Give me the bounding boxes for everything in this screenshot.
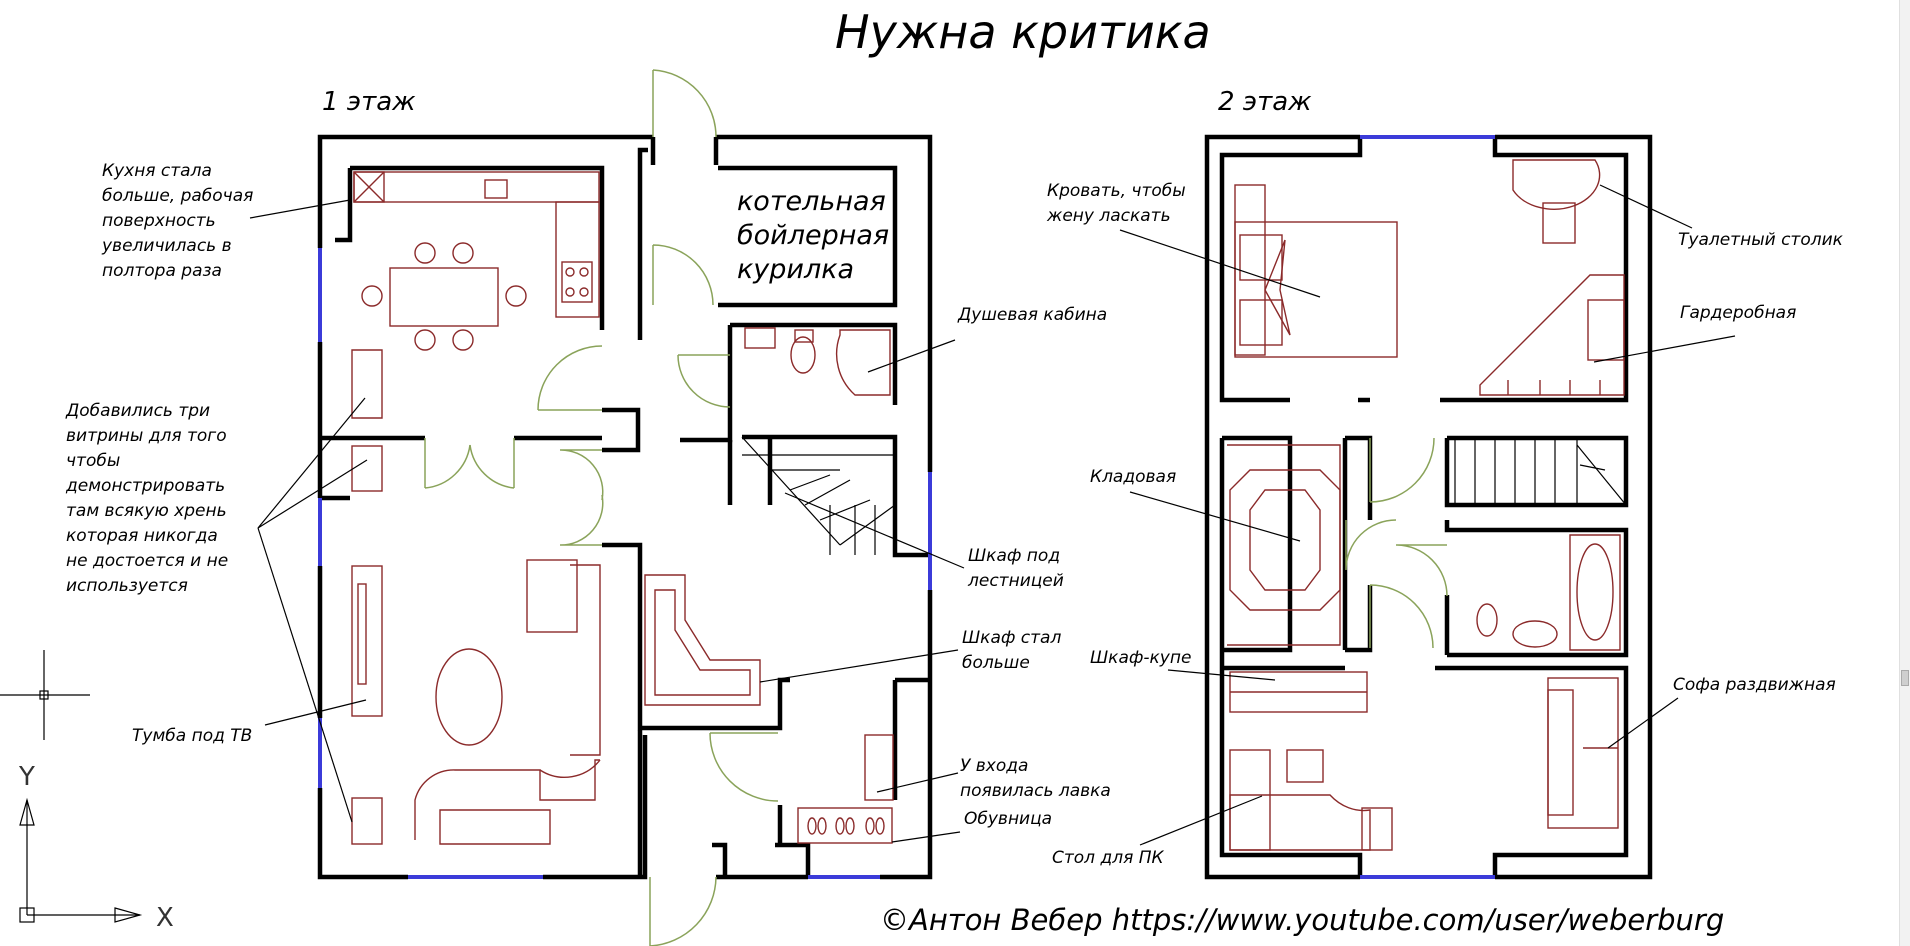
annotation-shower: Душевая кабина — [867, 305, 1107, 373]
annotation-text-line: там всякую хрень — [66, 501, 227, 521]
drawing-title: Нужна критика — [835, 5, 1211, 59]
annotation-text-line: полтора раза — [102, 261, 222, 281]
floor2-furniture — [1227, 159, 1627, 851]
annotation-text-line: появилась лавка — [960, 781, 1111, 801]
annotation-text-line: больше — [962, 653, 1030, 673]
floor2-label: 2 этаж — [1218, 87, 1312, 117]
ucs-icon: Y X — [0, 650, 174, 933]
annotation-pc-desk: Стол для ПК — [1052, 795, 1263, 868]
kitchen-counter — [353, 171, 600, 318]
annotation-text-line: Гардеробная — [1680, 303, 1796, 323]
annotation-text-line: Стол для ПК — [1052, 848, 1164, 868]
annotation-bed: Кровать, чтобы жену ласкать — [1046, 181, 1321, 298]
boiler-room-label: котельная бойлерная курилка — [737, 186, 889, 285]
annotation-text-line: Кухня стала — [102, 161, 212, 181]
vertical-scrollbar[interactable] — [1899, 0, 1910, 946]
annotation-text-line: Шкаф стал — [962, 628, 1061, 648]
annotation-tv: Тумба под ТВ — [132, 699, 367, 746]
living-sofa — [414, 559, 601, 845]
stairs-floor1 — [741, 436, 896, 555]
annotation-bench: У входа появилась лавка — [876, 756, 1111, 801]
room-label-line3: курилка — [737, 254, 854, 285]
room-label-line2: бойлерная — [737, 220, 889, 251]
annotation-walk-in: Гардеробная — [1593, 303, 1796, 363]
annotation-text-line: чтобы — [66, 451, 120, 471]
annotation-text-line: которая никогда — [66, 526, 218, 546]
annotation-text-line: используется — [66, 576, 188, 596]
dining-table — [361, 242, 527, 351]
pantry-shelves — [1227, 444, 1341, 646]
annotation-text-line: Кладовая — [1090, 467, 1176, 487]
annotation-text-line: демонстрировать — [65, 476, 225, 496]
annotation-text-line: лестницей — [967, 571, 1064, 591]
annotation-text-line: Добавились три — [65, 401, 210, 421]
annotation-text-line: увеличилась в — [101, 236, 232, 256]
annotation-text-line: Кровать, чтобы — [1047, 181, 1186, 201]
sliding-wardrobe — [1229, 671, 1368, 713]
floor1-label: 1 этаж — [322, 87, 416, 117]
shower-cabin — [744, 327, 891, 396]
annotation-wardrobe-bigger: Шкаф стал больше — [759, 628, 1061, 683]
stairs-floor2 — [1454, 438, 1627, 506]
floor2-plan — [1204, 134, 1653, 880]
sofa-bed — [1547, 677, 1619, 829]
dressing-table — [1512, 159, 1601, 244]
annotation-sofa: Софа раздвижная — [1607, 675, 1836, 749]
annotation-text-line: жену ласкать — [1046, 206, 1171, 226]
annotation-sliding-wardrobe: Шкаф-купе — [1090, 648, 1276, 681]
annotation-pantry: Кладовая — [1090, 467, 1301, 542]
floor1-doors — [424, 69, 779, 946]
floor1-furniture — [351, 171, 896, 845]
floor1-windows — [318, 248, 932, 879]
annotation-text-line: У входа — [960, 756, 1028, 776]
floor1-plan — [317, 69, 933, 946]
entrance-bench — [797, 734, 894, 844]
author-credit: ©Антон Вебер https://www.youtube.com/use… — [880, 903, 1724, 937]
annotation-kitchen: Кухня стала больше, рабочая поверхность … — [101, 161, 351, 281]
room-label-line1: котельная — [737, 186, 886, 217]
annotation-text-line: не достоется и не — [66, 551, 228, 571]
annotation-text-line: Тумба под ТВ — [132, 726, 252, 746]
ucs-x-label: X — [156, 903, 174, 933]
showcases — [351, 349, 383, 845]
annotation-dressing-table: Туалетный столик — [1599, 184, 1844, 250]
ucs-y-label: Y — [18, 762, 35, 792]
double-bed — [1234, 184, 1398, 358]
annotation-text-line: поверхность — [102, 211, 216, 231]
annotation-text-line: Шкаф-купе — [1090, 648, 1191, 668]
floor2-windows — [1360, 135, 1495, 879]
pc-desk — [1229, 749, 1393, 851]
floor2-doors — [1345, 437, 1448, 649]
annotation-shoes: Обувница — [891, 809, 1052, 843]
annotation-under-stairs: Шкаф под лестницей — [784, 492, 1064, 591]
floor1-annotations: Кухня стала больше, рабочая поверхность … — [65, 161, 1111, 843]
wardrobe-floor1 — [644, 574, 761, 706]
floor1-walls — [317, 134, 933, 880]
tv-stand — [351, 565, 383, 717]
annotation-text-line: Софа раздвижная — [1673, 675, 1836, 695]
annotation-text-line: Душевая кабина — [957, 305, 1107, 325]
scrollbar-thumb[interactable] — [1901, 670, 1909, 686]
annotation-text-line: Обувница — [964, 809, 1052, 829]
annotation-text-line: витрины для того — [66, 426, 227, 446]
floor2-annotations: Кровать, чтобы жену ласкать Туалетный ст… — [1046, 181, 1844, 868]
annotation-text-line: Шкаф под — [968, 546, 1060, 566]
bathroom — [1476, 534, 1621, 651]
walk-in-closet — [1479, 274, 1625, 396]
annotation-text-line: больше, рабочая — [102, 186, 253, 206]
annotation-text-line: Туалетный столик — [1678, 230, 1844, 250]
floor2-walls — [1204, 134, 1653, 880]
annotation-showcases: Добавились три витрины для того чтобы де… — [65, 397, 368, 823]
